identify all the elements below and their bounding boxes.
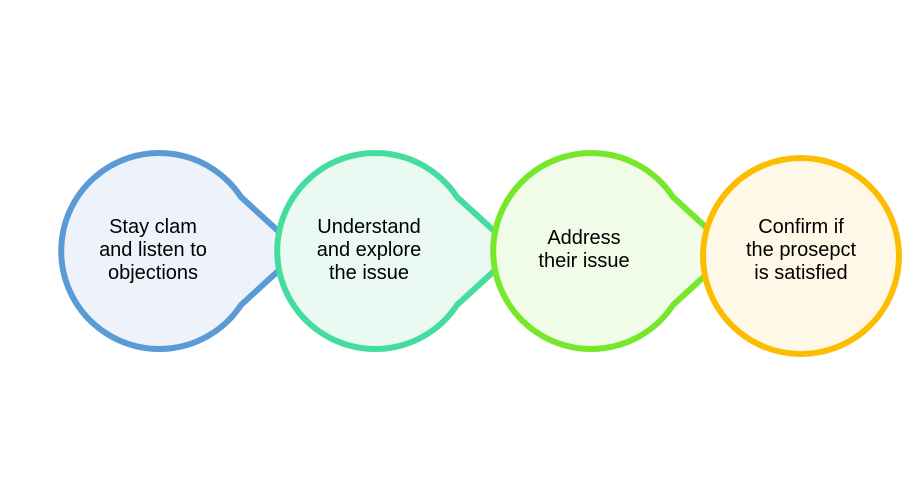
process-step-4: [700, 155, 902, 357]
process-step-2: [274, 150, 521, 352]
step-2-label: Understand and explore the issue: [316, 215, 422, 284]
step-3-label: Address their issue: [538, 227, 630, 272]
step-1-label: Stay clam and listen to objections: [99, 215, 207, 284]
step-1-circle: [58, 150, 305, 352]
step-4-label: Confirm if the prosepct is satisfied: [745, 215, 857, 284]
step-3-circle: [490, 150, 737, 352]
process-step-3: [490, 150, 737, 352]
step-2-circle: [274, 150, 521, 352]
step-4-circle: [700, 155, 902, 357]
process-step-1: [58, 150, 305, 352]
